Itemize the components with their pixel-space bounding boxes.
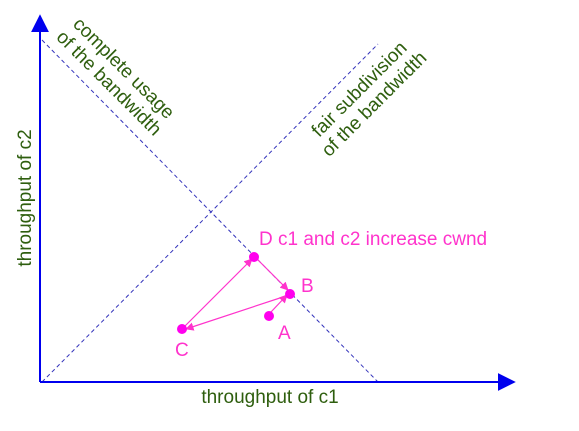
point-a	[264, 311, 274, 321]
point-c	[177, 324, 187, 334]
point-a-label: A	[278, 323, 291, 344]
arrow-a-to-b	[270, 294, 288, 313]
complete-usage-line	[41, 39, 379, 383]
y-axis-label: throughput of c2	[15, 129, 36, 266]
x-axis-label: throughput of c1	[201, 387, 338, 408]
point-c-label: C	[175, 340, 189, 361]
complete-usage-label: complete usage of the bandwidth	[52, 14, 178, 140]
point-d	[249, 252, 259, 262]
fair-subdivision-label: fair subdivision of the bandwidth	[308, 38, 431, 161]
arrow-c-to-d	[182, 258, 253, 329]
point-d-label: D c1 and c2 increase cwnd	[259, 229, 487, 250]
arrow-d-to-b	[255, 257, 289, 291]
point-b-label: B	[301, 276, 314, 297]
fair-subdivision-line	[41, 43, 379, 383]
arrow-b-to-c	[185, 294, 290, 331]
point-b	[285, 289, 295, 299]
